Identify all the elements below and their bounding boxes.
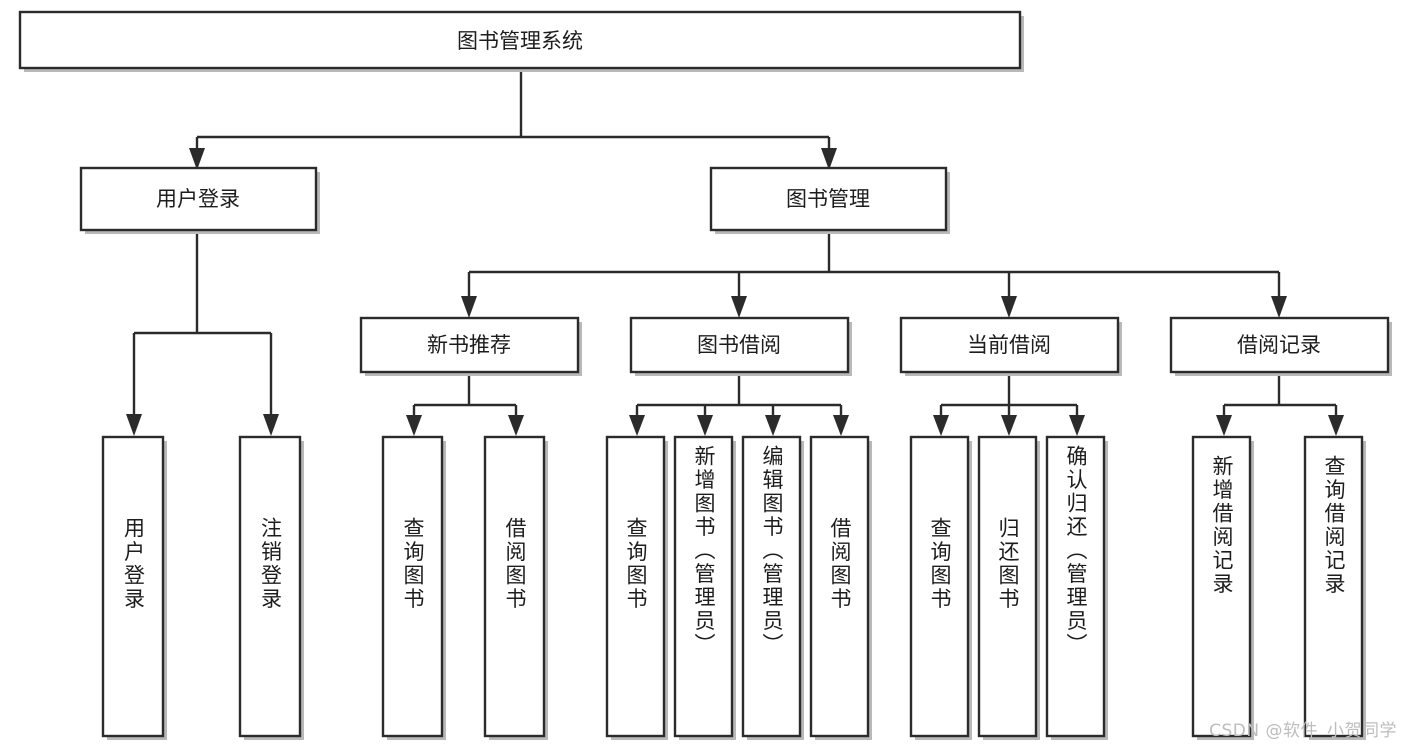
node-new-book-rec[interactable]: 新书推荐	[359, 316, 582, 376]
arrowhead-bb-borrow	[833, 415, 849, 436]
arrowhead-bb-query	[629, 415, 645, 436]
node-leaf-br-add[interactable]	[1191, 435, 1254, 740]
nodes-group: 图书管理系统 用户登录 图书管理 新书推荐	[18, 10, 1392, 740]
node-leaf-rec-borrow[interactable]	[483, 435, 548, 740]
arrowhead-rec-borrow	[508, 415, 524, 436]
node-leaf-cb-query[interactable]	[909, 435, 972, 740]
node-leaf-bb-borrow[interactable]	[809, 435, 872, 740]
arrowhead-rec-query	[406, 415, 422, 436]
node-book-mgmt[interactable]: 图书管理	[709, 166, 950, 234]
arrowhead-br-add	[1216, 415, 1232, 436]
node-leaf-rec-query[interactable]	[381, 435, 446, 740]
node-leaf-bb-query[interactable]	[605, 435, 668, 740]
node-leaf-br-query[interactable]	[1303, 435, 1366, 740]
arrowhead-bb-add	[697, 415, 713, 436]
arrowhead-cb-confirm	[1069, 415, 1085, 436]
node-leaf-bb-edit[interactable]	[741, 435, 804, 740]
node-leaf-cb-confirm[interactable]	[1045, 435, 1108, 740]
node-user-login[interactable]: 用户登录	[79, 166, 320, 234]
node-leaf-user-login[interactable]	[101, 435, 167, 740]
node-book-mgmt-label: 图书管理	[786, 187, 870, 211]
arrowhead-user-login	[189, 148, 205, 170]
connectors-group	[126, 69, 1344, 436]
node-current-borrow-label: 当前借阅	[967, 333, 1051, 357]
arrowhead-leaf-logout	[263, 414, 279, 436]
arrowhead-br-query	[1328, 415, 1344, 436]
arrowhead-borrow-record	[1271, 296, 1287, 318]
arrowhead-current-borrow	[1001, 296, 1017, 318]
node-user-login-label: 用户登录	[156, 187, 240, 211]
arrowhead-bb-edit	[765, 415, 781, 436]
node-root[interactable]: 图书管理系统	[18, 10, 1024, 72]
arrowhead-cb-return	[1001, 415, 1017, 436]
arrowhead-cb-query	[933, 415, 949, 436]
node-borrow-record[interactable]: 借阅记录	[1169, 316, 1392, 376]
node-book-borrow-label: 图书借阅	[697, 333, 781, 357]
node-leaf-cb-return[interactable]	[977, 435, 1040, 740]
arrowhead-new-book-rec	[461, 296, 477, 318]
arrowhead-book-mgmt	[821, 148, 837, 170]
node-current-borrow[interactable]: 当前借阅	[899, 316, 1122, 376]
node-borrow-record-label: 借阅记录	[1237, 333, 1321, 357]
arrowhead-book-borrow	[731, 296, 747, 318]
node-leaf-bb-add[interactable]	[673, 435, 736, 740]
csdn-watermark: CSDN @软件_小贺同学	[1209, 721, 1397, 741]
node-new-book-rec-label: 新书推荐	[427, 333, 511, 357]
node-book-borrow[interactable]: 图书借阅	[629, 316, 852, 376]
node-leaf-logout[interactable]	[238, 435, 304, 740]
arrowhead-leaf-user-login	[126, 414, 142, 436]
node-root-label: 图书管理系统	[457, 29, 583, 53]
